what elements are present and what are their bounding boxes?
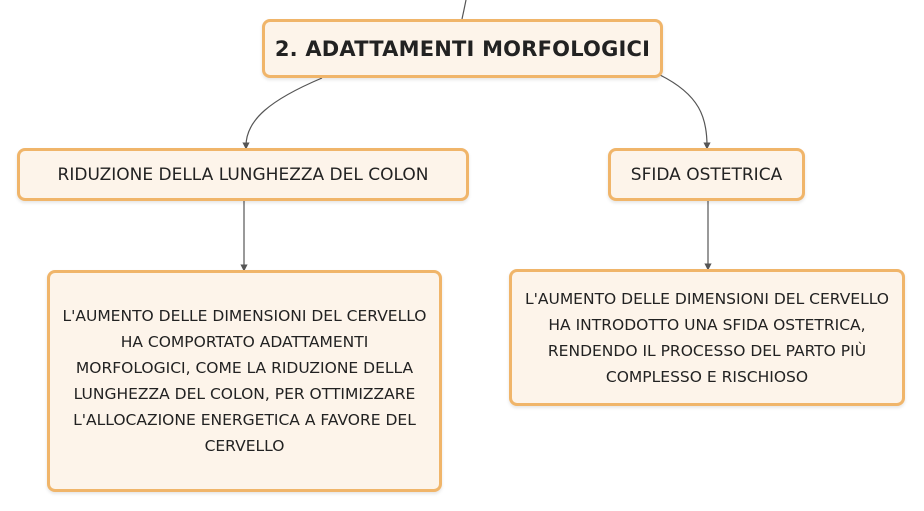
title-node[interactable]: 2. ADATTAMENTI MORFOLOGICI	[262, 19, 663, 78]
title-node-label: 2. ADATTAMENTI MORFOLOGICI	[274, 36, 651, 61]
description-node-ostetrica-text: L'AUMENTO DELLE DIMENSIONI DEL CERVELLO …	[524, 289, 890, 386]
branch-node-colon[interactable]: RIDUZIONE DELLA LUNGHEZZA DEL COLON	[17, 148, 469, 201]
description-node-ostetrica[interactable]: L'AUMENTO DELLE DIMENSIONI DEL CERVELLO …	[509, 269, 905, 406]
connector-parent-to-title	[461, 0, 467, 20]
description-node-colon[interactable]: L'AUMENTO DELLE DIMENSIONI DEL CERVELLO …	[47, 270, 442, 492]
branch-node-ostetrica[interactable]: SFIDA OSTETRICA	[608, 148, 805, 201]
description-node-colon-text: L'AUMENTO DELLE DIMENSIONI DEL CERVELLO …	[62, 307, 427, 455]
connector-title-to-colon	[242, 77, 323, 150]
connector-title-to-ostetrica	[659, 74, 711, 150]
branch-node-ostetrica-label: SFIDA OSTETRICA	[630, 164, 783, 185]
branch-node-colon-label: RIDUZIONE DELLA LUNGHEZZA DEL COLON	[57, 164, 429, 185]
